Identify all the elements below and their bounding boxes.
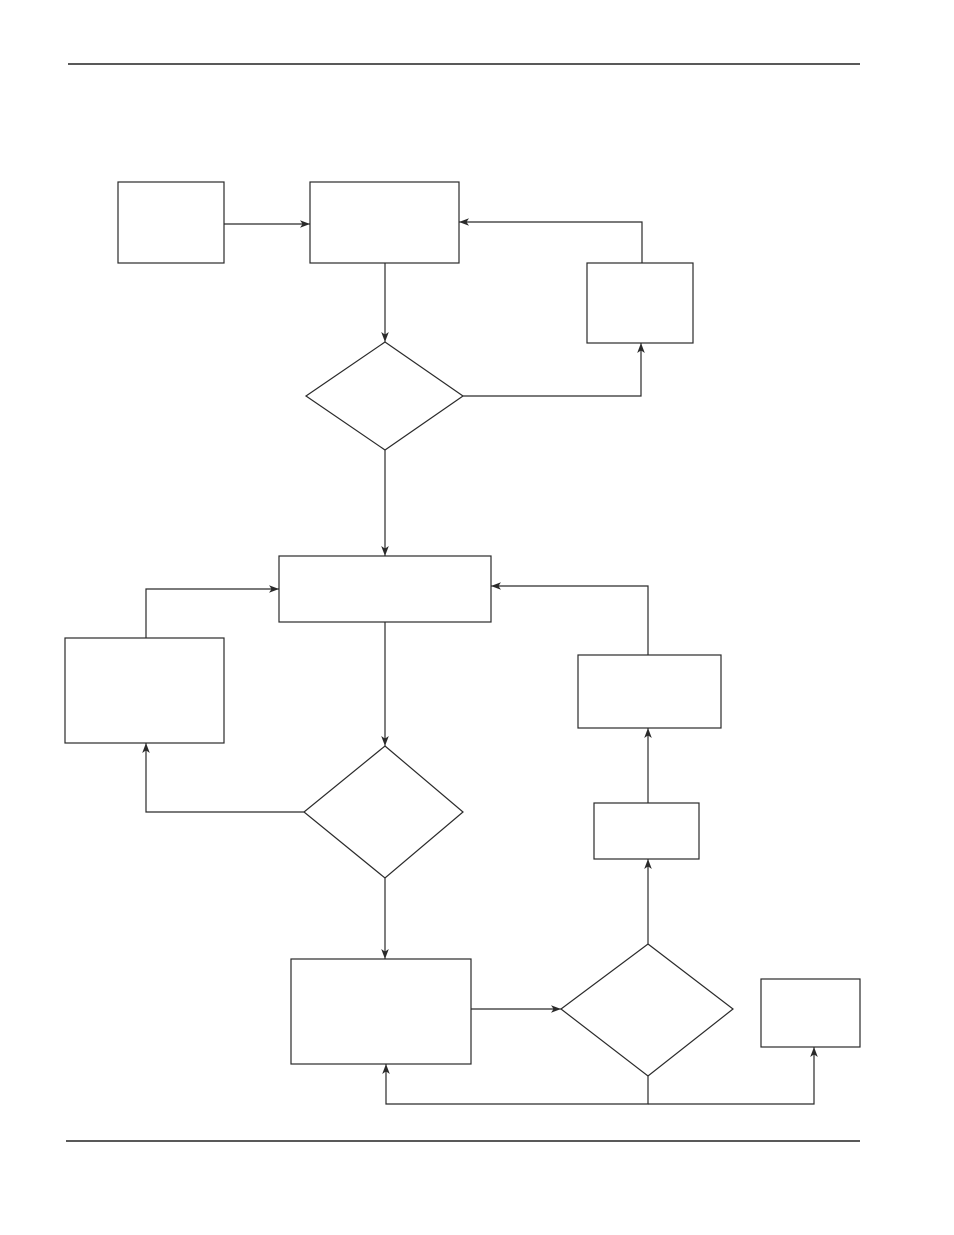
box-d bbox=[278, 555, 492, 623]
box-g bbox=[290, 958, 472, 1065]
decision-1 bbox=[304, 341, 465, 451]
box-c bbox=[586, 262, 694, 344]
box-f bbox=[577, 654, 722, 729]
edge-decision-2-to-box-e bbox=[142, 743, 304, 813]
decision-2 bbox=[303, 745, 464, 879]
box-i bbox=[760, 978, 861, 1048]
decision-3 bbox=[560, 943, 734, 1077]
edge-box-e-to-box-d bbox=[145, 585, 279, 638]
edge-box-c-to-box-b bbox=[459, 218, 643, 263]
edge-decision-1-to-box-c bbox=[463, 343, 645, 397]
box-b bbox=[309, 181, 460, 264]
connectors bbox=[142, 218, 818, 1105]
edge-box-f-to-box-d bbox=[491, 582, 649, 655]
nodes bbox=[64, 181, 861, 1077]
box-e bbox=[64, 637, 225, 744]
box-a bbox=[117, 181, 225, 264]
edge-decision-3-to-box-g bbox=[382, 1064, 649, 1105]
box-h bbox=[593, 802, 700, 860]
edge-decision-3-to-box-i bbox=[648, 1047, 818, 1105]
